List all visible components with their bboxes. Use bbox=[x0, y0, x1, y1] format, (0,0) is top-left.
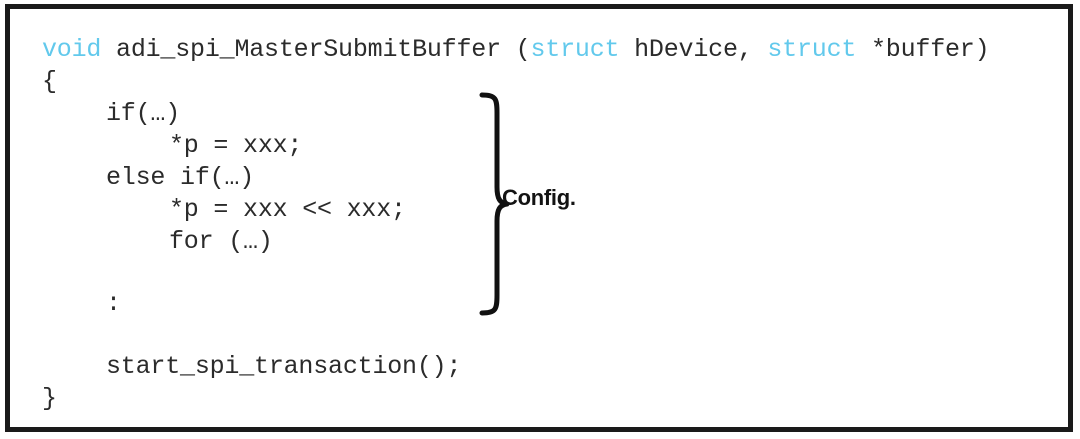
code-text-1c: *buffer) bbox=[856, 35, 990, 64]
code-line-1: void adi_spi_MasterSubmitBuffer (struct … bbox=[42, 35, 990, 64]
code-line-9-start-transaction: start_spi_transaction(); bbox=[106, 352, 462, 381]
curly-brace-icon bbox=[479, 92, 510, 316]
code-line-7-for: for (…) bbox=[169, 227, 273, 256]
config-annotation: Config. bbox=[450, 91, 620, 317]
config-label: Config. bbox=[502, 185, 576, 210]
code-text-1b: hDevice, bbox=[619, 35, 768, 64]
code-line-10-close-brace: } bbox=[42, 384, 57, 413]
code-block: void adi_spi_MasterSubmitBuffer (struct … bbox=[10, 9, 1068, 427]
keyword-struct-2: struct bbox=[767, 35, 857, 64]
keyword-struct-1: struct bbox=[530, 35, 620, 64]
code-line-8-ellipsis-colon: : bbox=[106, 289, 121, 318]
keyword-void: void bbox=[42, 35, 102, 64]
code-line-5-else-if: else if(…) bbox=[106, 163, 255, 192]
code-line-6-shift-assign: *p = xxx << xxx; bbox=[169, 195, 406, 224]
code-text-1a: adi_spi_MasterSubmitBuffer ( bbox=[101, 35, 531, 64]
code-line-4-assign: *p = xxx; bbox=[169, 131, 303, 160]
code-line-2-open-brace: { bbox=[42, 67, 57, 96]
slide-frame: void adi_spi_MasterSubmitBuffer (struct … bbox=[5, 4, 1073, 432]
code-line-3-if: if(…) bbox=[106, 99, 181, 128]
